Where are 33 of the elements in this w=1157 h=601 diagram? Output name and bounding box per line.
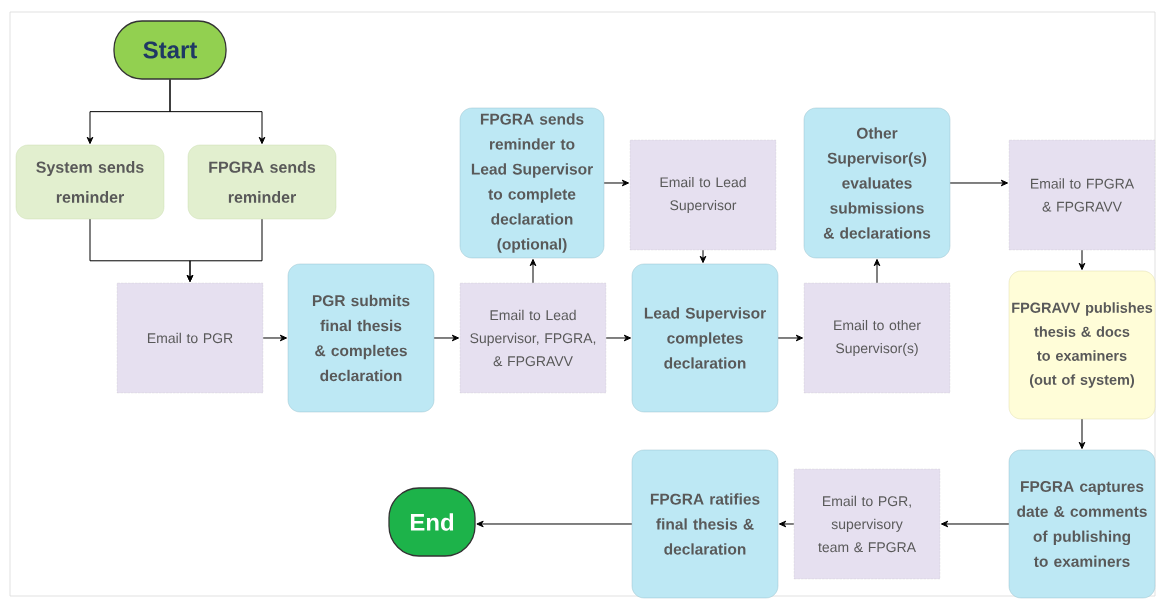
arrow bbox=[433, 334, 460, 342]
email-box: Email to PGR bbox=[116, 282, 264, 394]
email-box: Email to other Supervisor(s) bbox=[803, 282, 951, 394]
arrow bbox=[603, 179, 630, 187]
arrow bbox=[777, 334, 804, 342]
reminder-box: FPGRA sends reminder bbox=[187, 144, 337, 220]
arrow bbox=[778, 520, 795, 528]
process-box: PGR submits final thesis & completes declaration bbox=[287, 263, 435, 413]
arrow bbox=[169, 79, 266, 145]
process-box: Other Supervisor(s) evaluates submissions & declarations bbox=[803, 107, 951, 259]
arrow bbox=[940, 520, 1010, 528]
reminder-box: System sends reminder bbox=[15, 144, 165, 220]
arrow bbox=[1078, 249, 1086, 271]
arrow bbox=[605, 334, 632, 342]
process-box: FPGRA captures date & comments of publishing to examiners bbox=[1008, 449, 1156, 599]
process-box: FPGRAVV publishes thesis & docs to examiners (out of system) bbox=[1008, 270, 1156, 420]
email-box: Email to FPGRA & FPGRAVV bbox=[1008, 139, 1156, 251]
arrow bbox=[699, 249, 707, 264]
arrow bbox=[476, 520, 633, 528]
process-terminal: End bbox=[388, 487, 476, 557]
email-box: Email to PGR, supervisory team & FPGRA bbox=[793, 468, 941, 580]
arrow bbox=[1078, 418, 1086, 450]
email-box: Email to Lead Supervisor, FPGRA, & FPGRAVV bbox=[459, 282, 607, 394]
arrow bbox=[262, 334, 288, 342]
process-terminal: Start bbox=[113, 20, 227, 80]
process-box: FPGRA ratifies final thesis & declaration bbox=[631, 449, 779, 599]
process-box: FPGRA sends reminder to Lead Supervisor to complete declaration (optional) bbox=[459, 107, 605, 259]
arrow bbox=[949, 179, 1009, 187]
arrow bbox=[186, 218, 263, 283]
email-box: Email to Lead Supervisor bbox=[629, 139, 777, 251]
process-box: Lead Supervisor completes declaration bbox=[631, 263, 779, 413]
arrow bbox=[873, 258, 881, 284]
arrow bbox=[529, 258, 537, 284]
